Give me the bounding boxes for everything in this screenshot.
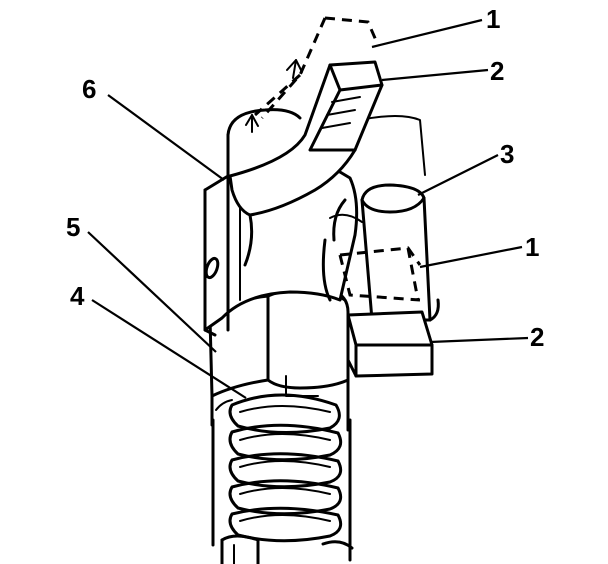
leader-1b <box>419 245 523 269</box>
leader-4 <box>91 299 247 399</box>
key-side-dashed <box>338 246 422 302</box>
callout-2-upper: 2 <box>490 56 504 86</box>
side-knob <box>332 183 440 322</box>
leader-1a <box>371 18 483 49</box>
leader-lines <box>87 18 529 399</box>
callout-4: 4 <box>70 281 85 311</box>
leader-3 <box>417 154 499 196</box>
key-side <box>346 310 434 378</box>
leader-6 <box>107 94 225 181</box>
key-upper-dashed <box>245 16 380 133</box>
callout-6: 6 <box>82 74 96 104</box>
callout-2-lower: 2 <box>530 322 544 352</box>
callouts: 1 2 3 1 2 4 5 6 <box>66 4 544 352</box>
leader-5 <box>87 231 217 353</box>
callout-1-upper: 1 <box>486 4 500 34</box>
leader-2b <box>429 336 529 344</box>
key-upper <box>228 60 384 267</box>
leader-2a <box>381 68 489 82</box>
spring-column <box>211 393 354 564</box>
callout-3: 3 <box>500 139 514 169</box>
callout-5: 5 <box>66 212 80 242</box>
callout-1-lower: 1 <box>525 232 539 262</box>
coil-spring <box>228 393 343 543</box>
